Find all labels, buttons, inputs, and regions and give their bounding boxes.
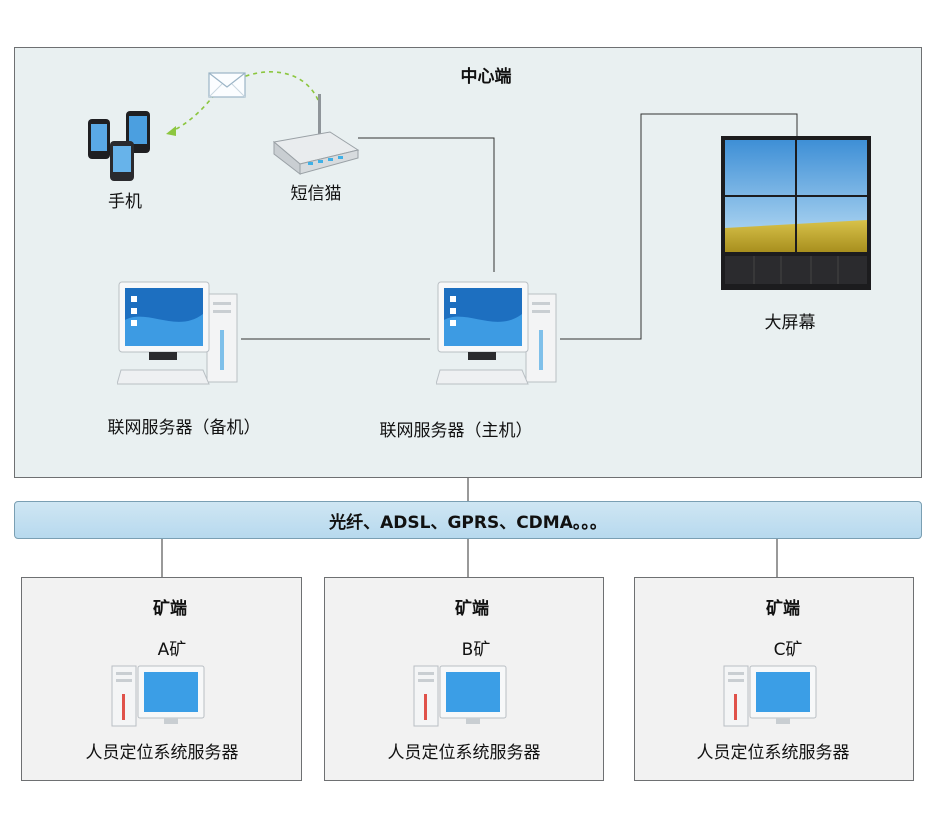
mine-b-name: B矿 xyxy=(461,640,491,660)
phone-label: 手机 xyxy=(108,192,142,212)
modem-label: 短信猫 xyxy=(290,184,342,204)
mine-b-server-label: 人员定位系统服务器 xyxy=(387,743,541,763)
mine-a-name: A矿 xyxy=(157,640,187,660)
screen-label: 大屏幕 xyxy=(764,313,816,333)
mine-c-name: C矿 xyxy=(773,640,803,660)
big-screen-icon xyxy=(721,136,871,290)
center-title: 中心端 xyxy=(460,67,512,87)
mine-b-title: 矿端 xyxy=(455,599,489,619)
network-label: 光纤、ADSL、GPRS、CDMA。。。 xyxy=(329,512,607,533)
backup-server-icon xyxy=(117,281,238,385)
envelope-icon xyxy=(208,72,246,98)
network-band: 光纤、ADSL、GPRS、CDMA。。。 xyxy=(14,501,922,539)
mine-c-server-label: 人员定位系统服务器 xyxy=(696,743,850,763)
phone-icon xyxy=(88,111,150,181)
mine-c-title: 矿端 xyxy=(766,599,800,619)
main-server-icon xyxy=(436,281,557,385)
mine-c-server-icon xyxy=(723,665,817,727)
mine-b-server-icon xyxy=(413,665,507,727)
backup-server-label: 联网服务器（备机） xyxy=(107,418,261,438)
mine-a-title: 矿端 xyxy=(153,599,187,619)
mine-a-server-icon xyxy=(111,665,205,727)
main-server-label: 联网服务器（主机） xyxy=(379,421,533,441)
sms-modem-icon xyxy=(272,94,360,176)
mine-a-server-label: 人员定位系统服务器 xyxy=(85,743,239,763)
